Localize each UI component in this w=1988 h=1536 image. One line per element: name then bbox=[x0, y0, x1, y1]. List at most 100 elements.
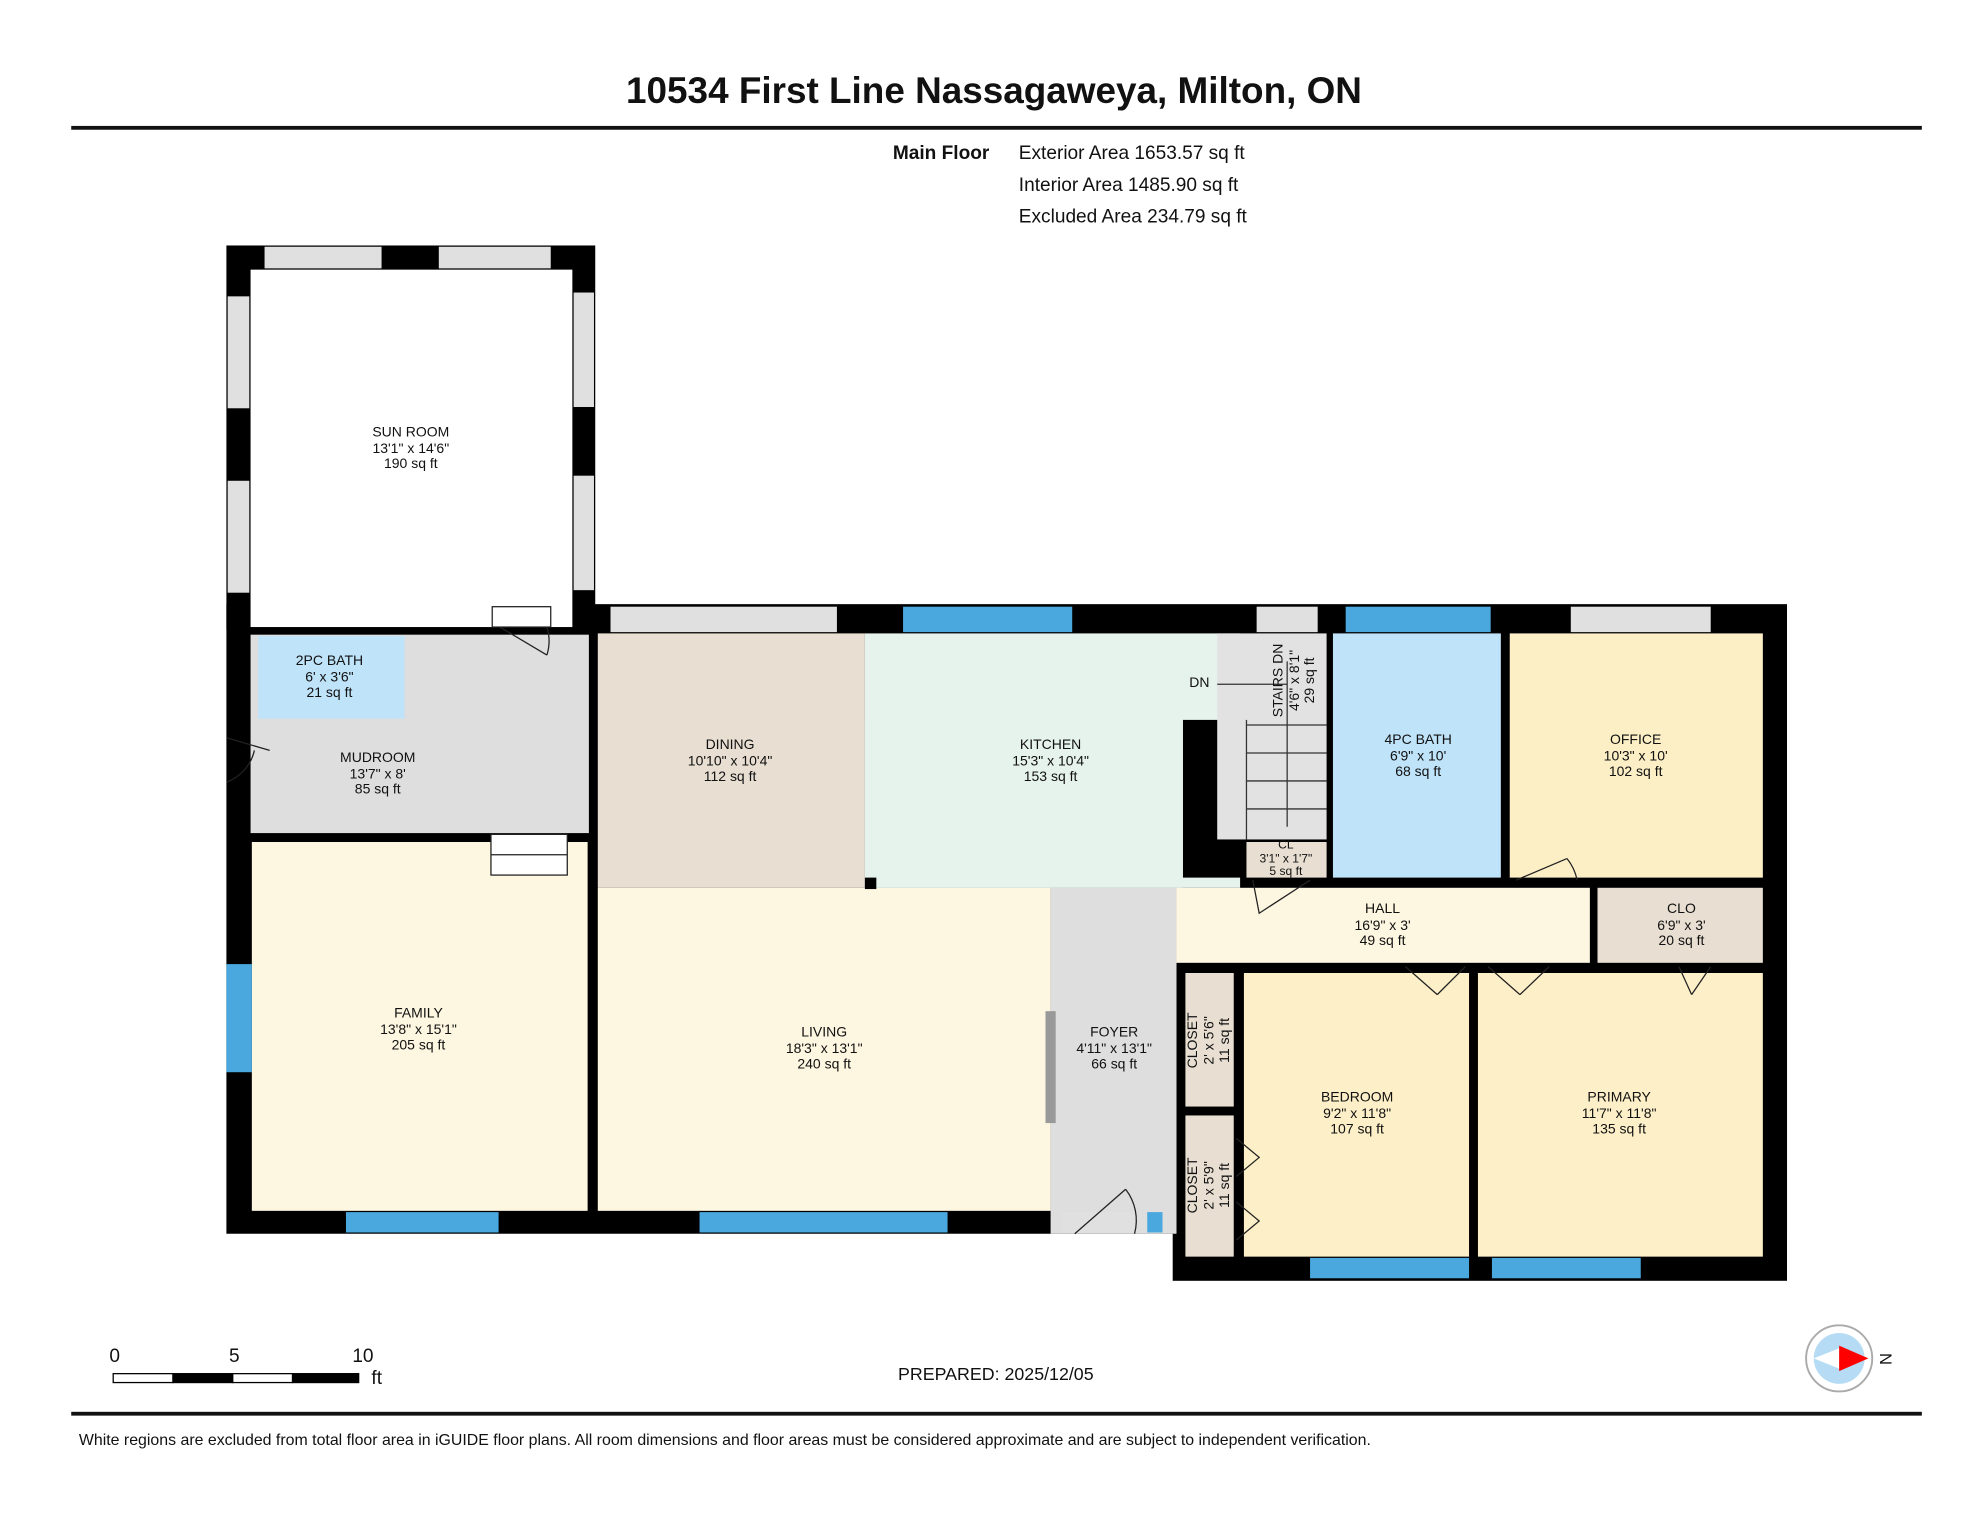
stairs-dn-label: DN bbox=[1189, 675, 1210, 691]
room-dims: 6'9" x 3' bbox=[1657, 917, 1706, 933]
room-dims: 4'11" x 13'1" bbox=[1076, 1041, 1153, 1057]
scale-tick-10: 10 bbox=[352, 1345, 374, 1368]
room-dims: 2' x 5'9" bbox=[1201, 1161, 1217, 1210]
room-2pc-bath bbox=[258, 635, 405, 719]
room-dims: 10'3" x 10' bbox=[1603, 748, 1668, 764]
room-area: 85 sq ft bbox=[354, 782, 401, 798]
room-4pc-bath bbox=[1332, 633, 1501, 878]
room-name: CLOSET bbox=[1185, 1012, 1201, 1069]
room-dims: 18'3" x 13'1" bbox=[785, 1041, 863, 1057]
room-area: 11 sq ft bbox=[1217, 1162, 1233, 1208]
room-area: 153 sq ft bbox=[1023, 769, 1078, 785]
room-area: 112 sq ft bbox=[703, 769, 757, 785]
room-area: 21 sq ft bbox=[306, 685, 353, 701]
room-dims: 2' x 5'6" bbox=[1201, 1016, 1217, 1065]
room-name: CL bbox=[1278, 838, 1294, 853]
room-name: MUDROOM bbox=[340, 750, 416, 766]
room-dims: 11'7" x 11'8" bbox=[1581, 1105, 1657, 1122]
room-area: 107 sq ft bbox=[1330, 1121, 1384, 1138]
room-name: 2PC BATH bbox=[295, 653, 364, 670]
room-clo bbox=[1597, 887, 1763, 963]
room-dims: 4'6" x 8'1" bbox=[1286, 649, 1303, 712]
room-name: LIVING bbox=[801, 1025, 848, 1041]
room-name: FOYER bbox=[1090, 1025, 1139, 1041]
room-dims: 3'1" x 1'7" bbox=[1259, 851, 1313, 866]
floor-name: Main Floor bbox=[892, 142, 990, 165]
rooms bbox=[250, 269, 1763, 1257]
room-dining bbox=[597, 633, 865, 888]
exterior-area: Exterior Area 1653.57 sq ft bbox=[1018, 142, 1245, 165]
room-name: DINING bbox=[705, 737, 755, 753]
room-primary bbox=[1477, 973, 1763, 1257]
compass-north-label: N bbox=[1876, 1353, 1896, 1365]
room-closet-1 bbox=[1185, 973, 1234, 1107]
excluded-area: Excluded Area 234.79 sq ft bbox=[1018, 206, 1247, 228]
doors bbox=[226, 606, 1712, 1241]
room-area: 29 sq ft bbox=[1302, 657, 1319, 704]
room-sun-room bbox=[250, 269, 573, 628]
compass-icon bbox=[1805, 1324, 1874, 1393]
prepared-date: PREPARED: 2025/12/05 bbox=[897, 1363, 1094, 1384]
room-name: BEDROOM bbox=[1320, 1090, 1394, 1106]
windows bbox=[226, 606, 1641, 1279]
room-dims: 13'8" x 15'1" bbox=[380, 1021, 457, 1038]
room-dims: 10'10" x 10'4" bbox=[687, 753, 773, 769]
room-office bbox=[1509, 633, 1763, 878]
room-dims: 16'9" x 3' bbox=[1354, 917, 1411, 933]
room-dims: 6' x 3'6" bbox=[305, 669, 354, 685]
disclaimer: White regions are excluded from total fl… bbox=[78, 1430, 1371, 1449]
header-divider bbox=[71, 125, 1922, 130]
room-family bbox=[251, 841, 588, 1211]
scale-bar bbox=[112, 1373, 360, 1384]
room-area: 49 sq ft bbox=[1359, 933, 1406, 949]
scale-unit: ft bbox=[371, 1367, 383, 1389]
room-living bbox=[597, 887, 1051, 1211]
room-bedroom bbox=[1243, 973, 1470, 1257]
room-area: 66 sq ft bbox=[1091, 1056, 1138, 1073]
room-area: 102 sq ft bbox=[1608, 764, 1663, 780]
room-name: KITCHEN bbox=[1019, 737, 1082, 753]
room-area: 11 sq ft bbox=[1217, 1017, 1233, 1063]
scale-tick-0: 0 bbox=[109, 1345, 120, 1368]
scale-tick-5: 5 bbox=[228, 1345, 240, 1368]
room-name: CLO bbox=[1667, 901, 1696, 918]
sunroom-windows bbox=[227, 246, 1711, 1233]
room-name: SUN ROOM bbox=[372, 424, 450, 441]
room-dims: 15'3" x 10'4" bbox=[1012, 753, 1089, 769]
room-dims: 9'2" x 11'8" bbox=[1323, 1105, 1392, 1122]
room-foyer bbox=[1050, 887, 1177, 1234]
room-dims: 6'9" x 10' bbox=[1390, 748, 1447, 764]
room-stairs bbox=[1217, 633, 1327, 840]
room-name: FAMILY bbox=[394, 1006, 443, 1022]
room-dims: 13'1" x 14'6" bbox=[372, 440, 450, 456]
room-area: 5 sq ft bbox=[1269, 864, 1303, 879]
room-name: CLOSET bbox=[1185, 1157, 1201, 1214]
room-name: HALL bbox=[1365, 901, 1401, 918]
page-title: 10534 First Line Nassagaweya, Milton, ON bbox=[626, 71, 1362, 112]
room-closet-2 bbox=[1185, 1115, 1234, 1257]
room-name: 4PC BATH bbox=[1384, 732, 1452, 748]
interior-area: Interior Area 1485.90 sq ft bbox=[1018, 174, 1239, 196]
room-area: 240 sq ft bbox=[797, 1056, 852, 1073]
room-area: 205 sq ft bbox=[391, 1037, 446, 1054]
room-area: 68 sq ft bbox=[1395, 764, 1442, 780]
room-cl bbox=[1246, 841, 1327, 878]
room-area: 135 sq ft bbox=[1592, 1121, 1646, 1138]
